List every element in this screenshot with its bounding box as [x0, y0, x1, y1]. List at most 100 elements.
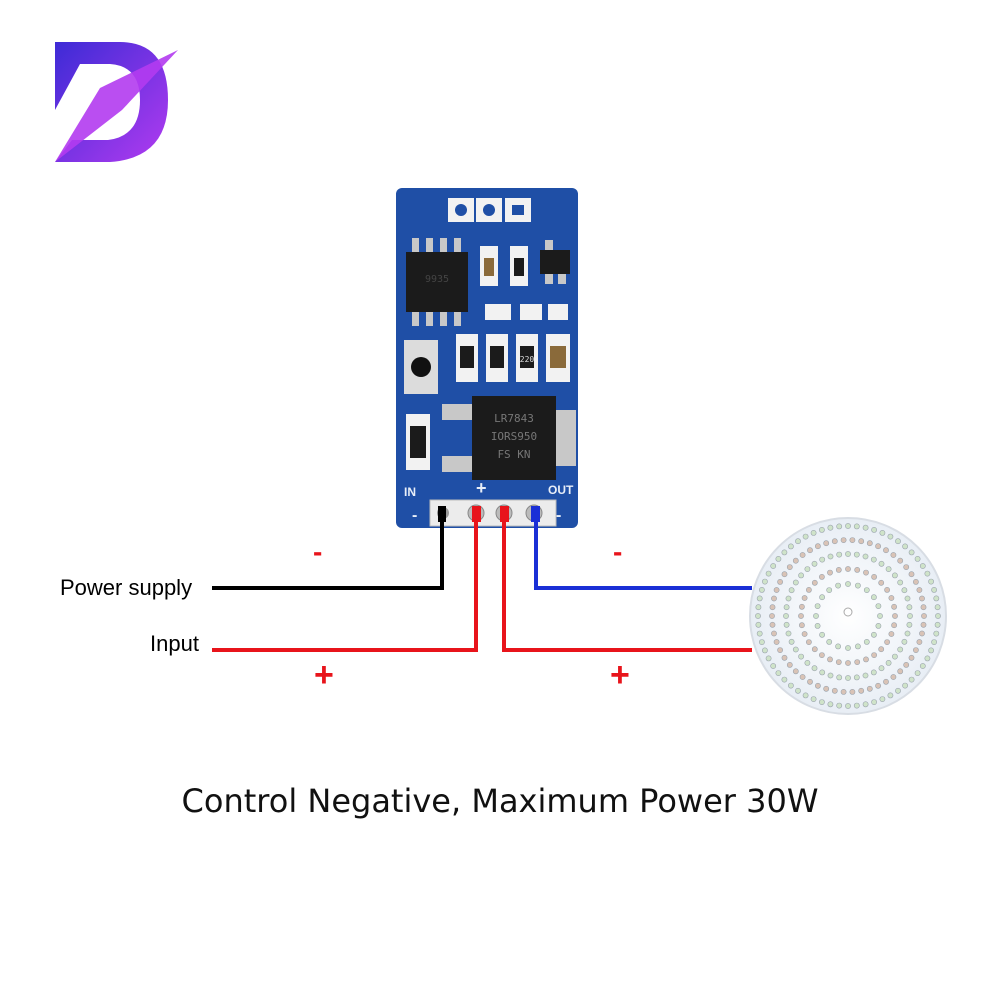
- led-chip: [807, 547, 813, 554]
- led-chip: [902, 543, 908, 550]
- led-chip: [807, 678, 813, 685]
- led-chip: [875, 603, 882, 609]
- wires: [212, 506, 752, 652]
- input-positive-wire: [212, 516, 478, 652]
- led-chip: [777, 579, 783, 585]
- in-minus-label: -: [412, 507, 417, 524]
- led-chip: [854, 567, 861, 573]
- led-chip: [773, 639, 780, 645]
- led-chip: [804, 660, 811, 666]
- led-chip: [897, 646, 904, 653]
- led-chip: [845, 523, 851, 529]
- led-chip: [870, 556, 877, 563]
- led-chip: [884, 587, 890, 593]
- led-chip: [773, 587, 780, 593]
- led-chip: [799, 622, 805, 629]
- led-chip: [770, 563, 777, 569]
- led-chip: [916, 639, 923, 645]
- led-chip: [892, 572, 898, 579]
- led-chip: [887, 692, 894, 699]
- led-chip: [799, 674, 806, 680]
- control-ic: [406, 252, 468, 312]
- led-chip: [792, 646, 799, 653]
- led-chip: [801, 631, 808, 637]
- led-chip: [806, 587, 812, 593]
- led-chip: [879, 696, 886, 702]
- led-chip: [858, 538, 865, 545]
- led-chip: [835, 643, 841, 650]
- led-chip: [788, 682, 794, 689]
- mosfet-marking-2: IORS950: [491, 430, 537, 443]
- led-chip: [888, 631, 895, 637]
- led-chip: [819, 699, 825, 705]
- led-chip: [819, 669, 826, 676]
- led-chip: [866, 540, 873, 547]
- left-minus-sign: -: [313, 536, 323, 567]
- led-chip: [831, 687, 838, 694]
- led-chip: [810, 696, 817, 702]
- led-chip: [814, 603, 821, 609]
- led-chip: [823, 685, 830, 692]
- led-chip: [765, 655, 772, 662]
- led-chip: [755, 621, 762, 628]
- led-chip: [920, 604, 927, 611]
- in-label: IN: [404, 485, 416, 499]
- led-chip: [765, 570, 772, 577]
- led-chip: [788, 587, 795, 594]
- led-chip: [826, 587, 833, 593]
- led-chip: [819, 556, 826, 563]
- mosfet-marking-1: LR7843: [494, 412, 534, 425]
- led-chip: [792, 557, 799, 564]
- led-chip: [884, 639, 890, 645]
- led-chip: [845, 566, 851, 572]
- led-chip: [904, 595, 911, 602]
- led-chip: [819, 652, 825, 658]
- led-chip: [892, 653, 898, 660]
- led-chip: [823, 540, 830, 547]
- led-chip: [798, 653, 804, 660]
- led-panel: [749, 517, 947, 715]
- led-chip: [836, 551, 843, 558]
- led-chip: [901, 638, 908, 645]
- led-chip: [798, 572, 804, 579]
- led-chip: [933, 630, 940, 637]
- led-chip: [804, 566, 811, 572]
- led-chip: [845, 675, 851, 681]
- led-chip: [928, 578, 934, 585]
- led-chip: [756, 630, 763, 637]
- led-chip: [849, 537, 856, 543]
- led-chip: [786, 564, 793, 570]
- led-chip: [885, 566, 892, 572]
- led-chip: [814, 623, 821, 629]
- led-chip: [815, 682, 821, 689]
- led-chip: [795, 687, 801, 694]
- mosfet-marking-3: FS KN: [497, 448, 530, 461]
- led-chip: [891, 622, 897, 629]
- negative-wire: [212, 516, 444, 590]
- led-chip: [770, 663, 777, 669]
- led-chip: [862, 672, 869, 679]
- led-chip: [795, 538, 801, 545]
- led-chip: [849, 689, 856, 695]
- led-chip: [819, 594, 825, 601]
- led-chip: [788, 543, 794, 550]
- led-chip: [845, 551, 851, 557]
- led-chip: [902, 682, 908, 689]
- led-chip: [769, 613, 775, 619]
- led-chip: [903, 662, 910, 668]
- led-chip: [845, 645, 851, 651]
- led-chip: [835, 659, 842, 665]
- led-chip: [890, 674, 897, 680]
- led-chip: [862, 553, 869, 560]
- led-chip: [783, 613, 789, 619]
- led-chip: [892, 613, 898, 619]
- power-supply-label: Power supply: [60, 575, 193, 600]
- led-chip: [924, 655, 931, 662]
- led-chip: [801, 595, 808, 601]
- led-chip: [919, 630, 925, 637]
- led-chip: [895, 538, 901, 545]
- led-chip: [827, 672, 834, 679]
- led-chip: [788, 638, 795, 645]
- led-chip: [914, 670, 921, 676]
- led-chip: [924, 570, 931, 577]
